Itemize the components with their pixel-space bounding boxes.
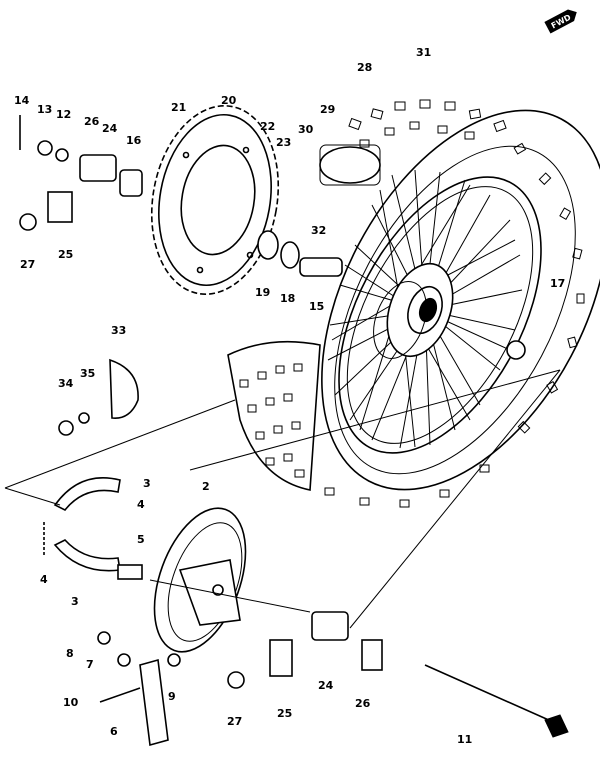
callout-25-lower: 25 (277, 707, 292, 720)
brake-shoe-upper (53, 476, 121, 512)
callout-10: 10 (63, 696, 79, 709)
rear-axle (424, 664, 561, 726)
tube-spacer (319, 146, 381, 184)
brake-cam (117, 564, 143, 580)
callout-24-lower: 24 (318, 679, 334, 692)
chain-adjuster-24 (79, 154, 117, 182)
callout-19: 19 (255, 286, 270, 299)
adjuster-plate-25-lower (269, 639, 293, 677)
collar (299, 257, 343, 277)
stopper-26-lower (361, 639, 383, 671)
rear-sprocket (150, 105, 280, 295)
callout-3-upper: 3 (143, 477, 151, 490)
brake-panel (153, 507, 247, 653)
bearing (257, 230, 279, 260)
washer-12 (55, 148, 69, 162)
callout-2: 2 (202, 480, 210, 493)
callout-12: 12 (56, 108, 71, 121)
callout-9: 9 (168, 690, 176, 703)
nut-27 (19, 213, 37, 231)
callout-26-lower: 26 (355, 697, 371, 710)
callout-35: 35 (80, 367, 95, 380)
callout-30: 30 (298, 123, 314, 136)
nut-27-lower (227, 671, 245, 689)
callout-32: 32 (311, 224, 326, 237)
callout-5: 5 (137, 533, 145, 546)
washer-35 (78, 412, 90, 424)
rear-tire (227, 99, 600, 508)
callout-34: 34 (58, 377, 74, 390)
spacer-17 (506, 340, 526, 360)
part-33 (109, 358, 139, 419)
callout-4-lower: 4 (40, 573, 48, 586)
callout-14: 14 (14, 94, 30, 107)
callout-23: 23 (276, 136, 291, 149)
spacer (280, 241, 300, 269)
nut-34 (58, 420, 74, 436)
nut-13 (37, 140, 53, 156)
nut-9 (167, 653, 181, 667)
callout-8: 8 (66, 647, 74, 660)
callout-28: 28 (357, 61, 372, 74)
callout-4-upper: 4 (137, 498, 145, 511)
callout-6: 6 (110, 725, 118, 738)
callout-33: 33 (111, 324, 126, 337)
brake-shoe-lower (53, 539, 121, 572)
bolt-10 (99, 687, 141, 703)
callout-20: 20 (221, 94, 237, 107)
callout-17: 17 (550, 277, 565, 290)
callout-11: 11 (457, 733, 472, 746)
callout-13: 13 (37, 103, 52, 116)
callout-29: 29 (320, 103, 335, 116)
callout-21: 21 (171, 101, 186, 114)
oring-8 (97, 631, 111, 645)
rim-and-spokes (327, 169, 542, 454)
forward-direction-badge: FWD (544, 9, 577, 34)
callout-27-lower: 27 (227, 715, 242, 728)
callout-7: 7 (86, 658, 94, 671)
callout-numbers: 2 3 3 4 4 5 6 7 8 9 10 11 12 13 14 15 16… (14, 46, 565, 746)
spacer-16 (119, 169, 143, 197)
chain-adjuster-24-lower (311, 611, 349, 641)
callout-27-upper: 27 (20, 258, 35, 271)
callout-22: 22 (260, 120, 275, 133)
callout-26-upper: 26 (84, 115, 100, 128)
adjuster-plate-25 (47, 191, 73, 223)
callout-24-upper: 24 (102, 122, 118, 135)
leader-lines (4, 369, 561, 629)
callout-16: 16 (126, 134, 142, 147)
torque-link (139, 658, 169, 747)
callout-31: 31 (416, 46, 431, 59)
callout-15: 15 (309, 300, 324, 313)
washer-7 (117, 653, 131, 667)
callout-3-lower: 3 (71, 595, 79, 608)
callout-25-upper: 25 (58, 248, 73, 261)
callout-18: 18 (280, 292, 295, 305)
